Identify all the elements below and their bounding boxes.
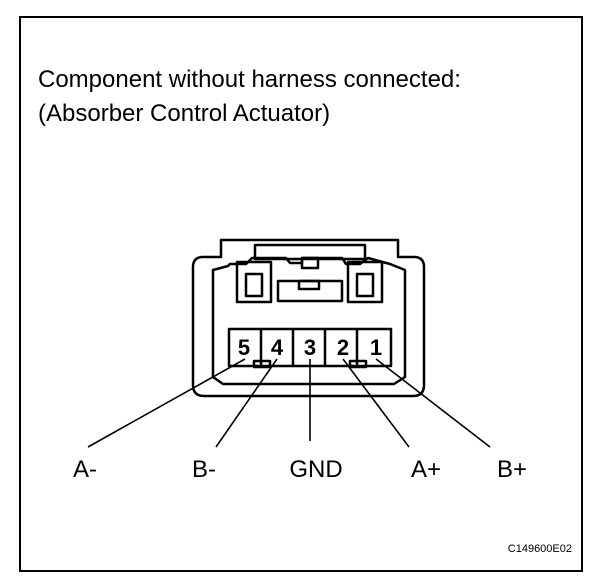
connector-right-window-inner [355, 272, 375, 298]
connector-top-slot [300, 256, 320, 270]
leader-line-b-plus [375, 358, 491, 448]
connector-right-window [346, 260, 384, 304]
pin-key-right [348, 359, 368, 369]
pin-number-4: 4 [271, 335, 284, 360]
leader-line-a-plus [342, 358, 410, 448]
terminal-label-b-minus: B- [192, 456, 216, 483]
pin-key-left [252, 359, 272, 369]
pin-number-5: 5 [238, 335, 250, 360]
terminal-label-gnd: GND [289, 456, 342, 483]
pin-number-1: 1 [370, 335, 382, 360]
pin-number-3: 3 [304, 335, 316, 360]
connector-left-window [235, 260, 273, 304]
connector-center-lock [276, 279, 344, 303]
terminal-label-b-plus: B+ [497, 456, 527, 483]
figure-code: C149600E02 [507, 543, 572, 555]
connector-outer-housing [191, 238, 426, 398]
terminal-label-a-plus: A+ [411, 456, 441, 483]
title-line-1: Component without harness connected: [38, 66, 461, 93]
leader-line-a-minus [87, 358, 246, 448]
terminal-label-a-minus: A- [73, 456, 97, 483]
leader-line-b-minus [215, 358, 278, 448]
diagram-frame [19, 16, 583, 572]
pin-number-2: 2 [337, 335, 349, 360]
connector-lock-tab [297, 279, 321, 291]
title-line-2: (Absorber Control Actuator) [38, 100, 331, 127]
connector-left-window-inner [244, 272, 264, 298]
